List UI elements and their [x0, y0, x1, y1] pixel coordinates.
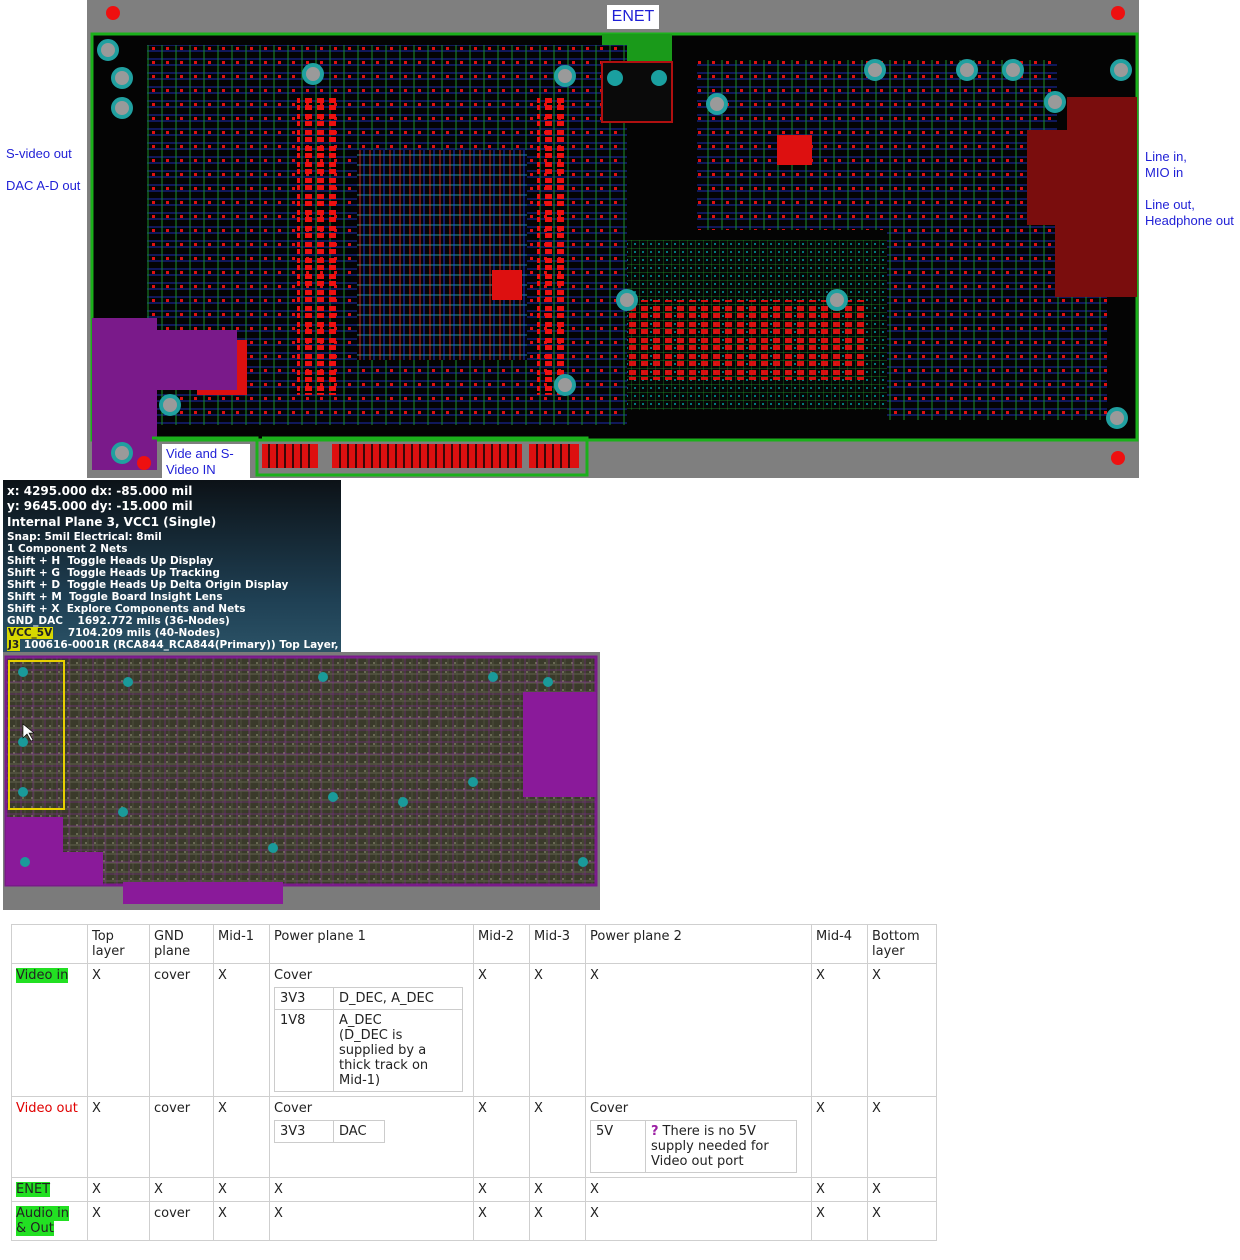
table-cell: X	[867, 1096, 937, 1178]
hud-component-info: J3 100616-0001R (RCA844_RCA844(Primary))…	[7, 639, 363, 651]
table-cell: cover	[149, 1096, 214, 1178]
table-cell: Cover 5V ?There is no 5V supply needed f…	[585, 1096, 812, 1178]
row-label: Audio in & Out	[11, 1201, 88, 1241]
lens-selection-box	[8, 660, 65, 810]
sub-table: 5V ?There is no 5V supply needed for Vid…	[590, 1120, 797, 1173]
header-cell: Mid-4	[811, 924, 868, 964]
hud-shortcut: Shift + D Toggle Heads Up Delta Origin D…	[7, 579, 289, 591]
hud-y-coordinate: y: 9645.000 dy: -15.000 mil	[7, 499, 193, 513]
table-cell: X	[473, 1201, 530, 1241]
header-cell: Power plane 1	[269, 924, 474, 964]
table-cell: X	[585, 1177, 812, 1202]
hud-component-count: 1 Component 2 Nets	[7, 543, 128, 555]
table-cell: X	[811, 1201, 868, 1241]
table-cell: X	[811, 1177, 868, 1202]
mouse-cursor-icon	[22, 723, 35, 742]
table-cell: X	[87, 1177, 150, 1202]
table-cell: X	[585, 963, 812, 1097]
video-in-label: Vide and S-Video IN	[162, 444, 250, 478]
hud-shortcut: Shift + G Toggle Heads Up Tracking	[7, 567, 220, 579]
hud-net-gnd-dac: GND_DAC 1692.772 mils (36-Nodes)	[7, 615, 230, 627]
header-cell: GND plane	[149, 924, 214, 964]
table-cell: cover	[149, 1201, 214, 1241]
heads-up-display: x: 4295.000 dx: -85.000 mil y: 9645.000 …	[3, 480, 363, 652]
table-cell: X	[529, 963, 586, 1097]
table-cell: X	[87, 1201, 150, 1241]
table-cell: cover	[149, 963, 214, 1097]
hud-snap: Snap: 5mil Electrical: 8mil	[7, 531, 162, 543]
table-cell: X	[213, 1201, 270, 1241]
table-cell: X	[473, 1096, 530, 1178]
table-cell: X	[867, 1177, 937, 1202]
table-cell: X	[811, 1096, 868, 1178]
hud-net-vcc-5v: VCC_5V 7104.209 mils (40-Nodes)	[7, 627, 221, 639]
table-cell: X	[213, 1177, 270, 1202]
mio-in-label: MIO in	[1145, 165, 1184, 180]
line-out-label: Line out,	[1145, 197, 1195, 212]
pcb-internal-plane-view[interactable]	[3, 642, 600, 910]
dac-out-label: DAC A-D out	[6, 178, 81, 193]
svideo-out-label: S-video out	[6, 146, 72, 161]
headphone-out-label: Headphone out	[1145, 213, 1234, 228]
table-row: ENET X X X X X X X X X	[11, 1177, 937, 1202]
hud-shortcut: Shift + H Toggle Heads Up Display	[7, 555, 214, 567]
header-cell: Mid-1	[213, 924, 270, 964]
table-cell: X	[529, 1096, 586, 1178]
line-in-label: Line in,	[1145, 149, 1187, 164]
hud-shortcut: Shift + X Explore Components and Nets	[7, 603, 246, 615]
row-label: Video out	[11, 1096, 88, 1178]
header-cell: Top layer	[87, 924, 150, 964]
row-label: ENET	[11, 1177, 88, 1202]
pcb-top-view[interactable]: ENET Vide and S-Video IN	[87, 0, 1139, 478]
row-label: Video in	[11, 963, 88, 1097]
header-cell: Power plane 2	[585, 924, 812, 964]
table-cell: X	[529, 1177, 586, 1202]
table-cell: X	[269, 1201, 474, 1241]
table-cell: X	[87, 963, 150, 1097]
layer-assignment-table: Top layer GND plane Mid-1 Power plane 1 …	[11, 924, 937, 1241]
table-row: Audio in & Out X cover X X X X X X X	[11, 1201, 937, 1241]
hud-layer: Internal Plane 3, VCC1 (Single)	[7, 515, 217, 529]
hud-x-coordinate: x: 4295.000 dx: -85.000 mil	[7, 484, 193, 498]
internal-plane-artwork	[4, 642, 598, 904]
table-cell: X	[87, 1096, 150, 1178]
table-cell: X	[213, 1096, 270, 1178]
header-cell: Bottom layer	[867, 924, 937, 964]
table-cell: X	[473, 963, 530, 1097]
header-cell: Mid-2	[473, 924, 530, 964]
enet-label: ENET	[607, 5, 659, 29]
table-cell: X	[269, 1177, 474, 1202]
hud-shortcut: Shift + M Toggle Board Insight Lens	[7, 591, 223, 603]
table-cell: X	[867, 1201, 937, 1241]
table-header-row: Top layer GND plane Mid-1 Power plane 1 …	[11, 924, 937, 964]
question-icon: ?	[651, 1124, 659, 1139]
table-cell: X	[867, 963, 937, 1097]
table-cell: X	[149, 1177, 214, 1202]
pcb-artwork	[90, 6, 1139, 477]
header-cell: Mid-3	[529, 924, 586, 964]
table-cell: X	[529, 1201, 586, 1241]
header-cell	[11, 924, 88, 964]
table-cell: X	[473, 1177, 530, 1202]
table-cell: X	[585, 1201, 812, 1241]
table-cell: X	[811, 963, 868, 1097]
table-cell: X	[213, 963, 270, 1097]
